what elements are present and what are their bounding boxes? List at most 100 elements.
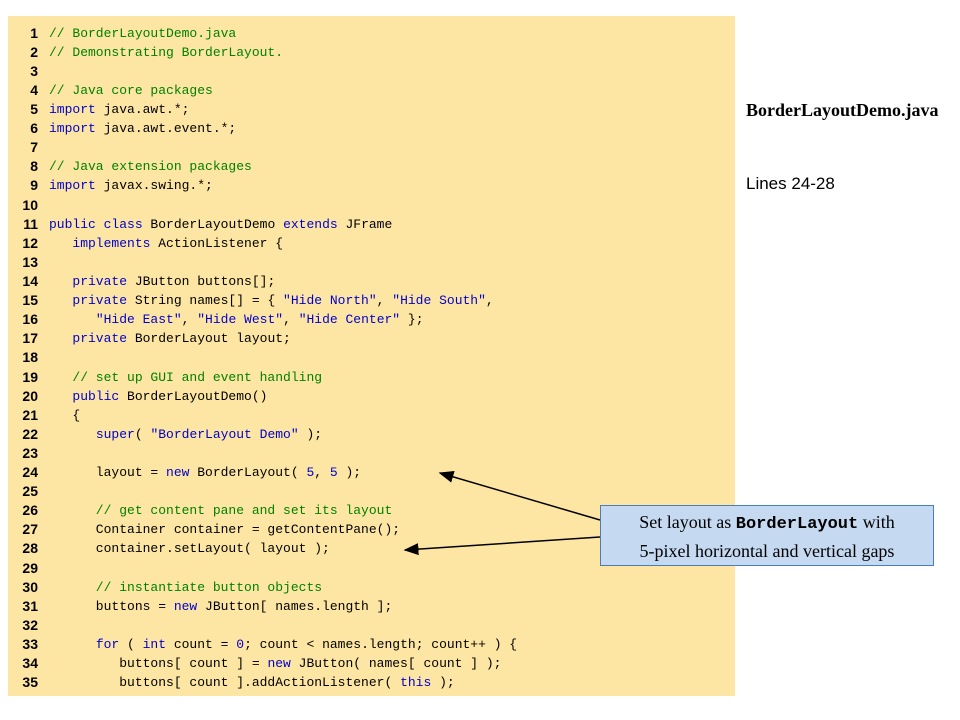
code-token: ( <box>119 637 143 652</box>
code-token: private <box>72 274 128 289</box>
code-token: , <box>181 312 198 327</box>
line-number: 13 <box>22 254 38 270</box>
code-text: // get content pane and set its layout <box>49 501 392 520</box>
code-text: // instantiate button objects <box>49 578 322 597</box>
line-number: 5 <box>30 101 38 117</box>
code-text: buttons[ count ] = new JButton( names[ c… <box>49 654 501 673</box>
code-token: BorderLayoutDemo <box>142 217 284 232</box>
code-text: for ( int count = 0; count < names.lengt… <box>49 635 517 654</box>
code-token: javax.swing.*; <box>95 178 213 193</box>
callout-code-word: BorderLayout <box>735 515 859 534</box>
code-text: // Java core packages <box>49 81 213 100</box>
line-number: 2 <box>30 44 38 60</box>
line-number: 35 <box>22 674 38 690</box>
code-token: new <box>166 465 190 480</box>
code-token: // instantiate button objects <box>49 580 323 595</box>
code-line: 30 // instantiate button objects <box>8 578 735 597</box>
line-number: 30 <box>22 579 38 595</box>
code-line: 23 <box>8 444 735 463</box>
code-token: import <box>49 178 96 193</box>
code-token: // set up GUI and event handling <box>49 370 323 385</box>
code-token: ; count < names.length; count++ ) { <box>244 637 518 652</box>
code-token: 5 <box>306 465 315 480</box>
code-line: 3 <box>8 62 735 81</box>
code-token: new <box>173 599 198 614</box>
code-token: import <box>49 121 96 136</box>
code-token: this <box>400 675 432 690</box>
code-token: , <box>283 312 299 327</box>
code-text: import javax.swing.*; <box>49 176 213 195</box>
code-text: // set up GUI and event handling <box>49 368 322 387</box>
code-token: JButton buttons[]; <box>127 274 276 289</box>
code-token: JButton( names[ count ] ); <box>290 656 502 671</box>
line-number: 22 <box>22 426 38 442</box>
code-text: public class BorderLayoutDemo extends JF… <box>49 215 392 234</box>
code-text: container.setLayout( layout ); <box>49 539 330 558</box>
code-line: 32 <box>8 616 735 635</box>
code-token: // Java core packages <box>49 83 213 98</box>
code-line: 14 private JButton buttons[]; <box>8 272 735 291</box>
code-token: "Hide East" <box>95 312 182 327</box>
line-number: 16 <box>22 311 38 327</box>
code-token: "Hide West" <box>197 312 284 327</box>
code-line: 33 for ( int count = 0; count < names.le… <box>8 635 735 654</box>
code-line: 15 private String names[] = { "Hide Nort… <box>8 291 735 310</box>
code-token: for <box>95 637 120 652</box>
code-token: // Java extension packages <box>49 159 252 174</box>
code-text: implements ActionListener { <box>49 234 283 253</box>
code-token: , <box>485 293 494 308</box>
code-line: 16 "Hide East", "Hide West", "Hide Cente… <box>8 310 735 329</box>
lines-reference-label: Lines 24-28 <box>746 174 835 193</box>
code-line: 22 super( "BorderLayout Demo" ); <box>8 425 735 444</box>
code-text: buttons = new JButton[ names.length ]; <box>49 597 392 616</box>
line-number: 24 <box>22 464 38 480</box>
line-number: 12 <box>22 235 38 251</box>
code-text: // BorderLayoutDemo.java <box>49 24 236 43</box>
code-line: 20 public BorderLayoutDemo() <box>8 387 735 406</box>
code-text: private BorderLayout layout; <box>49 329 291 348</box>
line-number: 15 <box>22 292 38 308</box>
code-token: { <box>49 408 81 423</box>
arrow-to-line-28 <box>403 536 601 556</box>
code-text: { <box>49 406 80 425</box>
line-number: 25 <box>22 483 38 499</box>
code-line: 18 <box>8 348 735 367</box>
code-token: import <box>49 102 96 117</box>
code-token: BorderLayout layout; <box>127 331 291 346</box>
file-name-label: BorderLayoutDemo.java <box>746 100 939 120</box>
code-token: buttons[ count ] = <box>49 656 268 671</box>
line-number: 29 <box>22 560 38 576</box>
code-text: // Java extension packages <box>49 157 252 176</box>
code-token: BorderLayout( <box>189 465 307 480</box>
line-number: 34 <box>22 655 38 671</box>
code-text: // Demonstrating BorderLayout. <box>49 43 283 62</box>
code-text: import java.awt.event.*; <box>49 119 236 138</box>
code-line: 9 import javax.swing.*; <box>8 176 735 195</box>
code-token: , <box>376 293 393 308</box>
code-token: private <box>72 293 128 308</box>
line-number: 28 <box>22 540 38 556</box>
code-token: buttons[ count ].addActionListener( <box>49 675 401 690</box>
code-text: private String names[] = { "Hide North",… <box>49 291 494 310</box>
code-line: 8// Java extension packages <box>8 157 735 176</box>
code-line: 1// BorderLayoutDemo.java <box>8 24 735 43</box>
code-text: "Hide East", "Hide West", "Hide Center" … <box>49 310 424 329</box>
line-number: 33 <box>22 636 38 652</box>
code-line: 28 container.setLayout( layout ); <box>8 539 735 558</box>
line-number: 26 <box>22 502 38 518</box>
callout-line-1: Set layout as BorderLayout with <box>601 509 933 538</box>
code-line: 34 buttons[ count ] = new JButton( names… <box>8 654 735 673</box>
code-token: , <box>314 465 330 480</box>
code-token: ( <box>134 427 151 442</box>
code-text: private JButton buttons[]; <box>49 272 275 291</box>
code-line: 26 // get content pane and set its layou… <box>8 501 735 520</box>
code-line: 24 layout = new BorderLayout( 5, 5 ); <box>8 463 735 482</box>
line-number: 9 <box>30 177 38 193</box>
code-token: new <box>267 656 291 671</box>
callout-box: Set layout as BorderLayout with 5-pixel … <box>600 505 934 566</box>
code-token: buttons = <box>49 599 174 614</box>
code-line: 2 // Demonstrating BorderLayout. <box>8 43 735 62</box>
code-token: java.awt.event.*; <box>95 121 237 136</box>
